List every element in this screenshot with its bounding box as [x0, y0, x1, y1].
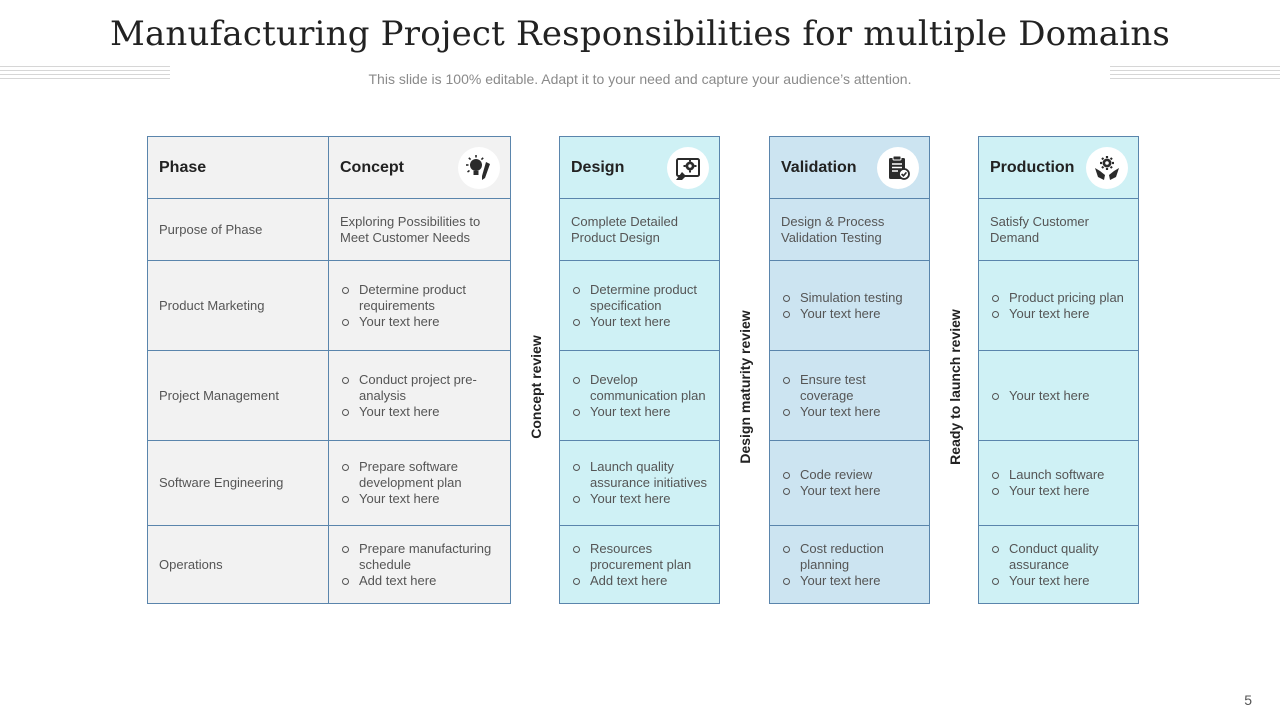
list-item: Prepare manufacturing schedule	[340, 541, 499, 573]
production-column: Production Satisfy Customer Demand Produ…	[978, 136, 1139, 604]
validation-cell: Simulation testing Your text here	[769, 260, 930, 351]
design-cell: Determine product specification Your tex…	[559, 260, 720, 351]
list-item: Launch software	[990, 467, 1127, 483]
list-item: Determine product specification	[571, 282, 708, 314]
list-item: Simulation testing	[781, 290, 918, 306]
list-item: Conduct quality assurance	[990, 541, 1127, 573]
list-item: Conduct project pre-analysis	[340, 372, 499, 404]
production-cell: Product pricing plan Your text here	[978, 260, 1139, 351]
hands-gear-icon	[1086, 147, 1128, 189]
list-item: Add text here	[340, 573, 499, 589]
design-gear-icon	[667, 147, 709, 189]
list-item: Develop communication plan	[571, 372, 708, 404]
list-item: Your text here	[571, 404, 708, 420]
design-cell: Develop communication plan Your text her…	[559, 350, 720, 441]
list-item: Your text here	[781, 483, 918, 499]
list-item: Your text here	[781, 404, 918, 420]
concept-cell: Determine product requirements Your text…	[328, 260, 511, 351]
validation-header-label: Validation	[781, 158, 857, 176]
design-column: Design Complete Detailed Product Design …	[559, 136, 720, 604]
production-cell: Conduct quality assurance Your text here	[978, 525, 1139, 604]
page-number: 5	[1244, 692, 1252, 708]
design-header-label: Design	[571, 158, 625, 176]
production-cell: Your text here	[978, 350, 1139, 441]
phase-concept-table: Phase Concept Purpose of Phase Exploring…	[147, 136, 511, 604]
production-cell: Launch software Your text here	[978, 440, 1139, 526]
phase-cell: Product Marketing	[147, 260, 329, 351]
validation-purpose-cell: Design & Process Validation Testing	[769, 198, 930, 261]
concept-cell: Conduct project pre-analysis Your text h…	[328, 350, 511, 441]
list-item: Your text here	[781, 573, 918, 589]
production-header: Production	[978, 136, 1139, 199]
production-purpose-cell: Satisfy Customer Demand	[978, 198, 1139, 261]
list-item: Product pricing plan	[990, 290, 1127, 306]
design-cell: Resources procurement plan Add text here	[559, 525, 720, 604]
list-item: Your text here	[990, 483, 1127, 499]
list-item: Your text here	[340, 404, 499, 420]
phase-cell: Purpose of Phase	[147, 198, 329, 261]
list-item: Determine product requirements	[340, 282, 499, 314]
list-item: Your text here	[340, 314, 499, 330]
list-item: Your text here	[781, 306, 918, 322]
concept-cell: Prepare manufacturing schedule Add text …	[328, 525, 511, 604]
title-decoration-left	[0, 66, 170, 88]
list-item: Your text here	[571, 491, 708, 507]
validation-cell: Code review Your text here	[769, 440, 930, 526]
validation-cell: Ensure test coverage Your text here	[769, 350, 930, 441]
list-item: Your text here	[990, 306, 1127, 322]
concept-purpose-cell: Exploring Possibilities to Meet Customer…	[328, 198, 511, 261]
list-item: Ensure test coverage	[781, 372, 918, 404]
production-header-label: Production	[990, 158, 1075, 176]
title-decoration-right	[1110, 66, 1280, 88]
list-item: Resources procurement plan	[571, 541, 708, 573]
list-item: Your text here	[571, 314, 708, 330]
concept-cell: Prepare software development plan Your t…	[328, 440, 511, 526]
validation-header: Validation	[769, 136, 930, 199]
list-item: Code review	[781, 467, 918, 483]
concept-header: Concept	[328, 136, 511, 199]
phase-header: Phase	[147, 136, 329, 199]
list-item: Prepare software development plan	[340, 459, 499, 491]
list-item: Your text here	[990, 388, 1127, 404]
validation-cell: Cost reduction planning Your text here	[769, 525, 930, 604]
validation-column: Validation Design & Process Validation T…	[769, 136, 930, 604]
list-item: Cost reduction planning	[781, 541, 918, 573]
phase-cell: Project Management	[147, 350, 329, 441]
slide-subtitle: This slide is 100% editable. Adapt it to…	[368, 71, 912, 87]
list-item: Your text here	[990, 573, 1127, 589]
concept-review-label: Concept review	[528, 335, 544, 439]
phase-cell: Software Engineering	[147, 440, 329, 526]
concept-header-label: Concept	[340, 158, 404, 176]
slide-title: Manufacturing Project Responsibilities f…	[109, 14, 1171, 54]
list-item: Add text here	[571, 573, 708, 589]
clipboard-check-icon	[877, 147, 919, 189]
launch-review-label: Ready to launch review	[947, 309, 963, 465]
idea-pencil-icon	[458, 147, 500, 189]
list-item: Launch quality assurance initiatives	[571, 459, 708, 491]
design-header: Design	[559, 136, 720, 199]
phase-cell: Operations	[147, 525, 329, 604]
design-maturity-review-label: Design maturity review	[737, 310, 753, 464]
design-cell: Launch quality assurance initiatives You…	[559, 440, 720, 526]
list-item: Your text here	[340, 491, 499, 507]
design-purpose-cell: Complete Detailed Product Design	[559, 198, 720, 261]
